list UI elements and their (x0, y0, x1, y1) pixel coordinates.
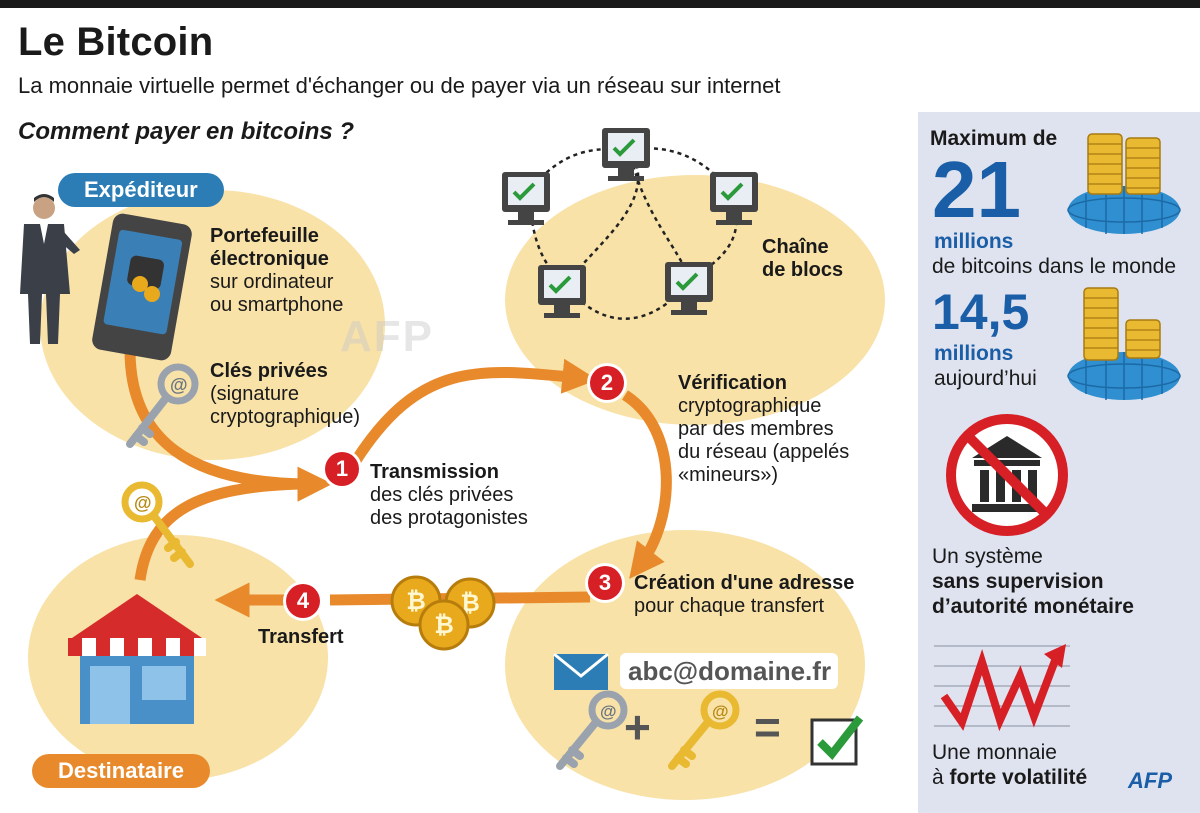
bitcoin-coins-icon: ₿ ₿ ₿ (390, 575, 496, 651)
email-address: abc@domaine.fr (620, 653, 838, 689)
svg-text:₿: ₿ (460, 590, 480, 617)
gold-key-icon: @ (668, 690, 740, 770)
step-4-badge: 4 (286, 584, 320, 618)
max-desc: de bitcoins dans le monde (932, 255, 1176, 278)
businessman-icon (20, 194, 80, 344)
smartphone-icon (92, 213, 192, 361)
computer-icon (710, 172, 758, 225)
step-2-badge: 2 (590, 366, 624, 400)
step-1-badge: 1 (325, 452, 359, 486)
svg-text:@: @ (170, 375, 188, 395)
page-subtitle: La monnaie virtuelle permet d'échanger o… (18, 73, 781, 98)
top-bar (0, 0, 1200, 8)
section-title: Comment payer en bitcoins ? (18, 118, 355, 145)
step-3-badge: 3 (588, 566, 622, 600)
shop-icon (68, 594, 206, 724)
step-4-text: Transfert (258, 626, 344, 648)
blockchain-network (502, 128, 758, 320)
checkmark-icon (810, 715, 864, 766)
silver-key-icon: @ (126, 363, 199, 448)
max-unit: millions (934, 230, 1014, 253)
svg-text:₿: ₿ (406, 588, 426, 615)
wallet-text: Portefeuille électronique sur ordinateur… (210, 225, 344, 316)
private-keys-text: Clés privées (signature cryptographique) (210, 360, 361, 428)
svg-text:₿: ₿ (434, 612, 454, 639)
gold-key-icon: @ (121, 481, 194, 568)
volatility-chart-icon (934, 644, 1070, 732)
envelope-icon (553, 652, 609, 690)
step-2-text: Vérification cryptographique par des mem… (678, 372, 850, 486)
afp-watermark: AFP (340, 312, 434, 361)
current-desc: aujourd’hui (934, 367, 1037, 390)
equals-sign: = (754, 701, 781, 753)
svg-text:@: @ (134, 493, 152, 513)
computer-icon (502, 172, 550, 225)
arrow-step2-to-step3 (621, 390, 672, 579)
computer-icon (538, 265, 586, 318)
globe-coins-icon (1067, 133, 1181, 234)
step-3-text: Création d'une adresse pour chaque trans… (634, 572, 855, 617)
afp-logo: AFP (1128, 768, 1172, 793)
computer-icon (665, 262, 713, 315)
svg-text:@: @ (600, 702, 617, 721)
volatility-text: Une monnaie à forte volatilité (932, 741, 1088, 789)
no-bank-icon (946, 414, 1068, 536)
current-unit: millions (934, 342, 1014, 365)
recipient-tag: Destinataire (32, 754, 210, 788)
sender-tag: Expéditeur (58, 173, 224, 207)
computer-icon (602, 128, 650, 181)
current-value: 14,5 (932, 284, 1030, 340)
arrow-recipient-to-step1 (134, 478, 301, 581)
max-prefix: Maximum de (930, 127, 1058, 150)
silver-key-icon: @ (556, 690, 628, 770)
svg-text:@: @ (712, 702, 729, 721)
step-1-text: Transmission des clés privées des protag… (370, 461, 528, 529)
plus-sign: + (624, 701, 651, 753)
supervision-text: Un système sans supervision d’autorité m… (932, 545, 1134, 618)
globe-coins-icon (1067, 287, 1181, 400)
arrow-step1-to-step2 (350, 358, 598, 465)
max-value: 21 (932, 145, 1021, 234)
page-title: Le Bitcoin (18, 20, 214, 64)
